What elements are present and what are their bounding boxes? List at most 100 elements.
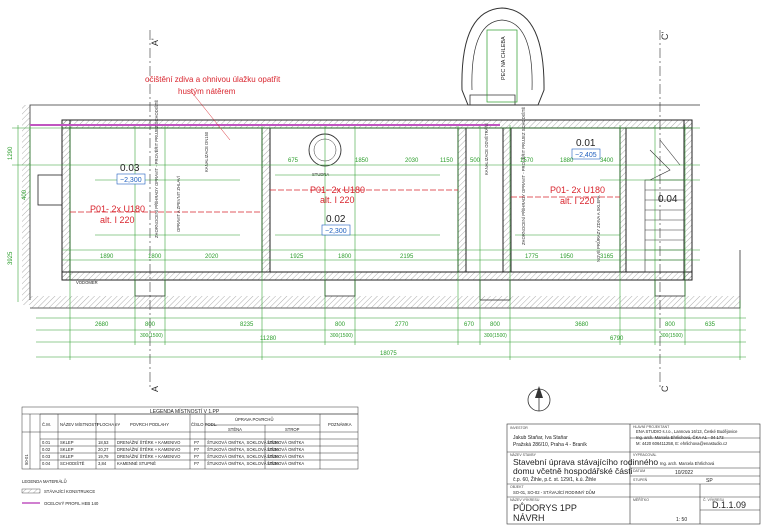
svg-text:1150: 1150 [440, 158, 454, 164]
room-legend-table [21, 406, 359, 470]
svg-text:1880: 1880 [560, 158, 574, 164]
beam-label-1: P01- 2x U180 alt. I 220 [90, 204, 145, 225]
svg-text:POVRCH PODLAHY: POVRCH PODLAHY [130, 422, 169, 427]
dims-bottom-row-2: 11280 6790 18075 [260, 336, 624, 357]
svg-text:PLOCHA m²: PLOCHA m² [97, 422, 121, 427]
svg-text:domu včetně hospodářské části: domu včetně hospodářské části [513, 466, 633, 476]
svg-text:18,53: 18,53 [98, 440, 109, 445]
svg-text:0.03: 0.03 [42, 454, 51, 459]
svg-text:NÁZEV MÍSTNOSTI: NÁZEV MÍSTNOSTI [60, 422, 98, 427]
svg-text:0.04: 0.04 [42, 461, 51, 466]
title-block [506, 423, 761, 525]
section-a-top: A' [150, 38, 160, 46]
svg-text:ČÍSLO PODL.: ČÍSLO PODL. [191, 422, 217, 427]
svg-text:300(1500): 300(1500) [330, 333, 353, 339]
svg-text:800: 800 [665, 322, 676, 328]
svg-text:800: 800 [145, 322, 156, 328]
svg-text:Ing. arch. Marcela Ehrlichová,: Ing. arch. Marcela Ehrlichová, ČKA A1 - … [636, 435, 724, 440]
room-0-03: 0.03 −2,300 [116, 163, 146, 185]
svg-text:INVESTOR: INVESTOR [510, 426, 528, 430]
svg-text:P01- 2x U180: P01- 2x U180 [90, 204, 145, 214]
svg-text:11280: 11280 [260, 336, 277, 342]
svg-text:2195: 2195 [400, 254, 414, 260]
svg-text:400: 400 [22, 189, 28, 200]
svg-text:DRENÁŽNÍ ŠTĚRK + KAMENIVO: DRENÁŽNÍ ŠTĚRK + KAMENIVO [117, 440, 181, 445]
svg-text:ÚPRAVA POVRCHŮ: ÚPRAVA POVRCHŮ [235, 417, 273, 422]
svg-text:M: 4420 606411258, E: ehrlicho: M: 4420 606411258, E: ehrlichova@enastud… [636, 441, 727, 446]
svg-text:1775: 1775 [525, 254, 539, 260]
svg-text:SKLEP: SKLEP [60, 440, 74, 445]
oven-label: PEC NA CHLEBA [501, 36, 507, 80]
section-c-bottom: C [660, 385, 670, 392]
sewer-label: KANALIZACE DN150 [204, 131, 209, 172]
svg-text:SCHODIŠTĚ: SCHODIŠTĚ [60, 461, 85, 466]
svg-text:Ing. arch. Marcela Ehrlichová: Ing. arch. Marcela Ehrlichová [660, 461, 715, 466]
svg-text:VYPRACOVAL: VYPRACOVAL [633, 453, 657, 457]
svg-text:300(1500): 300(1500) [140, 333, 163, 339]
svg-text:2020: 2020 [205, 254, 219, 260]
svg-text:1890: 1890 [100, 254, 114, 260]
staircase [644, 139, 685, 273]
svg-text:0.02: 0.02 [326, 214, 346, 225]
svg-text:ŠTUKOVÁ OMÍTKA: ŠTUKOVÁ OMÍTKA [267, 440, 304, 445]
svg-text:3925: 3925 [8, 251, 14, 265]
svg-text:2680: 2680 [95, 322, 109, 328]
svg-text:800: 800 [490, 322, 501, 328]
svg-text:Č.M.: Č.M. [42, 422, 51, 427]
svg-text:6790: 6790 [610, 336, 624, 342]
svg-text:ŠTUKOVÁ OMÍTKA, SOKLOVÁ LIŠTA: ŠTUKOVÁ OMÍTKA, SOKLOVÁ LIŠTA [207, 447, 279, 452]
svg-text:STÁVAJÍCÍ KONSTRUKCE: STÁVAJÍCÍ KONSTRUKCE [44, 489, 95, 494]
svg-text:STROP: STROP [285, 427, 300, 432]
steel-beams [70, 189, 620, 213]
svg-text:POZNÁMKA: POZNÁMKA [328, 422, 352, 427]
svg-text:1290: 1290 [8, 146, 14, 160]
svg-text:ENA STUDIO s.r.o., Lannova 16/: ENA STUDIO s.r.o., Lannova 16/13, České … [636, 429, 738, 434]
svg-text:NÁZEV VÝKRESU: NÁZEV VÝKRESU [510, 498, 540, 502]
svg-text:10/2022: 10/2022 [675, 470, 693, 476]
svg-text:D.1.1.09: D.1.1.09 [712, 500, 746, 510]
svg-text:1: 50: 1: 50 [676, 517, 687, 523]
legend-text: LEGENDA MÍSTNOSTÍ V 1.PP Č.M. NÁZEV MÍST… [24, 408, 352, 466]
dims-left: 400 3925 [8, 189, 28, 265]
dims-bottom-row-1: 2680 800 8235 800 2770 670 800 3680 800 … [95, 322, 716, 339]
svg-text:−2,300: −2,300 [325, 228, 347, 235]
svg-text:635: 635 [705, 322, 716, 328]
svg-text:3165: 3165 [600, 254, 614, 260]
svg-text:ŠTUKOVÁ OMÍTKA, SOKLOVÁ LIŠTA: ŠTUKOVÁ OMÍTKA, SOKLOVÁ LIŠTA [207, 440, 279, 445]
title-block-text: INVESTOR Jakub Staňar, Iva Staňar Pražsk… [510, 425, 746, 523]
svg-text:0.01: 0.01 [42, 440, 51, 445]
svg-text:SKLEP: SKLEP [60, 454, 74, 459]
svg-text:ŠTUKOVÁ OMÍTKA: ŠTUKOVÁ OMÍTKA [267, 454, 304, 459]
svg-text:300(1500): 300(1500) [484, 333, 507, 339]
cellar-note-2: OPRAVIT A ZPEVNIT ZHLAVÍ [176, 175, 181, 232]
svg-text:P7: P7 [194, 454, 200, 459]
svg-text:ŠTUKOVÁ OMÍTKA, SOKLOVÁ LIŠTA: ŠTUKOVÁ OMÍTKA, SOKLOVÁ LIŠTA [207, 461, 279, 466]
svg-text:1800: 1800 [148, 254, 162, 260]
svg-text:3,84: 3,84 [98, 461, 107, 466]
svg-text:P01- 2x U180: P01- 2x U180 [310, 185, 365, 195]
svg-text:1950: 1950 [560, 254, 574, 260]
svg-text:Jakub Staňar, Iva Staňar: Jakub Staňar, Iva Staňar [513, 435, 568, 441]
cellar-note-3: ZHORNOCENÍ PŘÍHRADY OPRAVIT - PROVĚŘIT P… [521, 107, 526, 245]
svg-text:3400: 3400 [600, 158, 614, 164]
cellar-note-1: ZHORNOCENÍ PŘÍHRADY OPRAVIT - PROVĚŘIT P… [154, 100, 159, 238]
svg-text:0.01: 0.01 [576, 138, 596, 149]
svg-text:ŠTUKOVÁ OMÍTKA, SOKLOVÁ LIŠTA: ŠTUKOVÁ OMÍTKA, SOKLOVÁ LIŠTA [207, 454, 279, 459]
svg-text:alt. I 220: alt. I 220 [560, 196, 595, 206]
svg-text:č.p. 60, Žihle, p.č. st. 129/1: č.p. 60, Žihle, p.č. st. 129/1, k.ú. Žih… [513, 475, 596, 483]
svg-text:1800: 1800 [338, 254, 352, 260]
masonry-annotation: očištění zdiva a ohnivou úlažku opatřit … [145, 75, 281, 141]
annotation-line-2: hustým nátěrem [178, 87, 236, 96]
svg-text:P7: P7 [194, 461, 200, 466]
svg-text:2770: 2770 [395, 322, 409, 328]
section-c-top: C' [660, 32, 670, 40]
room-0-02: 0.02 −2,300 [321, 214, 351, 236]
room-0-04: 0.04 [658, 194, 678, 205]
svg-text:P7: P7 [194, 440, 200, 445]
svg-text:alt. I 220: alt. I 220 [100, 215, 135, 225]
svg-text:2030: 2030 [405, 158, 419, 164]
svg-text:Stavební úprava stávajícího ro: Stavební úprava stávajícího rodinného [513, 457, 658, 467]
svg-text:STUPEŇ: STUPEŇ [633, 478, 648, 482]
section-a-bottom: A [150, 386, 160, 392]
